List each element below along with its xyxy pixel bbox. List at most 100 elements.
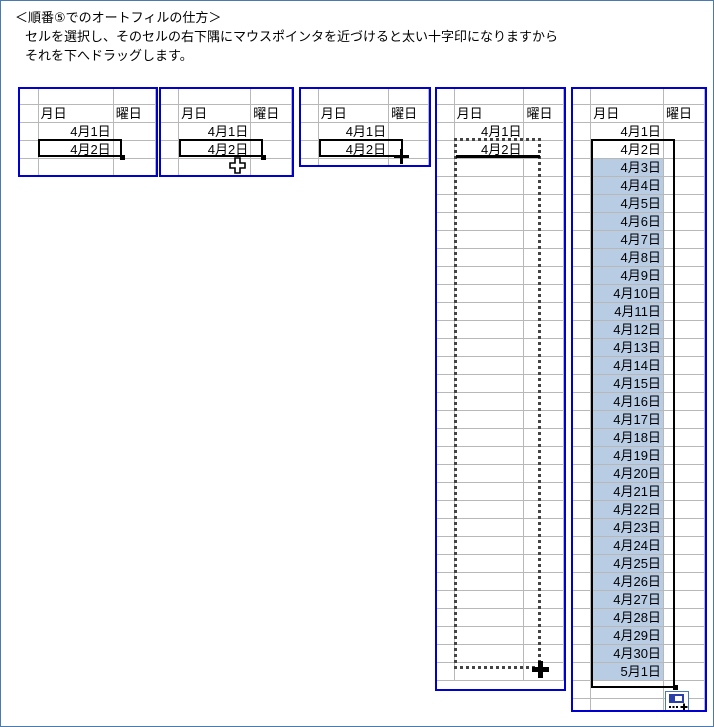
cell-date: 4月24日	[591, 537, 664, 554]
header-weekday: 曜日	[524, 105, 564, 122]
cell-date: 4月16日	[591, 393, 664, 410]
cell-date: 4月10日	[591, 285, 664, 302]
cell-date-active: 4月2日	[591, 141, 664, 158]
cell-date: 4月9日	[591, 267, 664, 284]
table-row	[437, 663, 564, 681]
table-row	[573, 681, 705, 699]
table-row: 4月21日	[573, 483, 705, 501]
table-row	[437, 321, 564, 339]
table-row: 5月1日	[573, 663, 705, 681]
table-row: 4月1日	[301, 123, 429, 141]
cell-date: 4月2日	[319, 141, 390, 158]
table-row: 4月28日	[573, 609, 705, 627]
table-row: 月日 曜日	[161, 105, 292, 123]
cell-date: 4月2日	[39, 141, 114, 158]
cell-date: 4月12日	[591, 321, 664, 338]
table-row: 4月15日	[573, 375, 705, 393]
table-row: 4月13日	[573, 339, 705, 357]
table-row	[437, 357, 564, 375]
header-month-day: 月日	[591, 105, 664, 122]
table-row	[437, 411, 564, 429]
table-row: 4月5日	[573, 195, 705, 213]
table-row	[437, 393, 564, 411]
table-row	[573, 89, 705, 105]
instruction-block: ＜順番⑤でのオートフィルの仕方＞ セルを選択し、そのセルの右下隅にマウスポインタ…	[15, 8, 705, 65]
panel-4-dragging[interactable]: 月日 曜日 4月1日 4月2日	[435, 87, 566, 691]
fill-handle[interactable]	[261, 155, 266, 160]
cell-date: 4月8日	[591, 249, 664, 266]
cell-date: 4月6日	[591, 213, 664, 230]
fill-handle[interactable]	[120, 155, 125, 160]
table-row	[161, 159, 292, 175]
table-row	[437, 159, 564, 177]
cell-date: 4月17日	[591, 411, 664, 428]
cell-date: 4月2日	[455, 141, 525, 158]
table-row	[437, 609, 564, 627]
table-row: 4月16日	[573, 393, 705, 411]
table-row: 4月2日	[301, 141, 429, 159]
grid-4: 月日 曜日 4月1日 4月2日	[437, 89, 564, 689]
cell-date: 4月7日	[591, 231, 664, 248]
table-row	[437, 213, 564, 231]
panel-3-fill-pointer[interactable]: 月日 曜日 4月1日 4月2日	[299, 87, 431, 167]
table-row: 4月20日	[573, 465, 705, 483]
header-month-day: 月日	[319, 105, 390, 122]
table-row: 4月1日	[437, 123, 564, 141]
header-month-day: 月日	[39, 105, 114, 122]
table-row: 4月8日	[573, 249, 705, 267]
autofill-options-icon[interactable]	[665, 691, 689, 710]
table-row	[437, 375, 564, 393]
table-row: 4月27日	[573, 591, 705, 609]
table-row: 4月7日	[573, 231, 705, 249]
cell-date: 5月1日	[591, 663, 664, 680]
table-row	[437, 501, 564, 519]
cell-date: 4月5日	[591, 195, 664, 212]
table-row: 4月4日	[573, 177, 705, 195]
table-row: 月日 曜日	[20, 105, 156, 123]
cell-date: 4月29日	[591, 627, 664, 644]
table-row: 4月1日	[20, 123, 156, 141]
cell-date: 4月26日	[591, 573, 664, 590]
table-row: 4月25日	[573, 555, 705, 573]
cell-date: 4月27日	[591, 591, 664, 608]
table-row	[437, 285, 564, 303]
thin-cross-icon	[394, 149, 409, 164]
table-row: 月日 曜日	[301, 105, 429, 123]
table-row: 4月6日	[573, 213, 705, 231]
table-row	[437, 195, 564, 213]
grid-2: 月日 曜日 4月1日 4月2日	[161, 89, 292, 175]
table-row: 月日 曜日	[573, 105, 705, 123]
header-weekday: 曜日	[114, 105, 156, 122]
cell-date: 4月4日	[591, 177, 664, 194]
table-row: 4月9日	[573, 267, 705, 285]
grid-3: 月日 曜日 4月1日 4月2日	[301, 89, 429, 165]
move-cross-icon	[229, 157, 246, 174]
header-weekday: 曜日	[664, 105, 705, 122]
fill-handle[interactable]	[673, 685, 678, 690]
table-row	[301, 159, 429, 165]
table-row: 4月1日	[161, 123, 292, 141]
table-row	[437, 519, 564, 537]
cell-date: 4月1日	[179, 123, 252, 140]
table-row: 4月24日	[573, 537, 705, 555]
cell-date: 4月25日	[591, 555, 664, 572]
table-row: 4月29日	[573, 627, 705, 645]
cell-date: 4月3日	[591, 159, 664, 176]
cell-date: 4月13日	[591, 339, 664, 356]
table-row	[20, 159, 156, 175]
table-row	[437, 555, 564, 573]
panel-2-move-pointer[interactable]: 月日 曜日 4月1日 4月2日	[159, 87, 294, 177]
table-row: 4月2日	[573, 141, 705, 159]
panel-1-select-cell[interactable]: 月日 曜日 4月1日 4月2日	[18, 87, 158, 177]
table-row: 4月11日	[573, 303, 705, 321]
header-month-day: 月日	[179, 105, 252, 122]
instruction-line-1: セルを選択し、そのセルの右下隅にマウスポインタを近づけると太い十字印になりますか…	[25, 29, 559, 44]
table-row	[437, 339, 564, 357]
cell-date: 4月1日	[39, 123, 114, 140]
table-row: 4月23日	[573, 519, 705, 537]
cell-date: 4月1日	[591, 123, 664, 140]
cell-date: 4月14日	[591, 357, 664, 374]
instruction-line-2: それを下へドラッグします。	[25, 48, 193, 63]
